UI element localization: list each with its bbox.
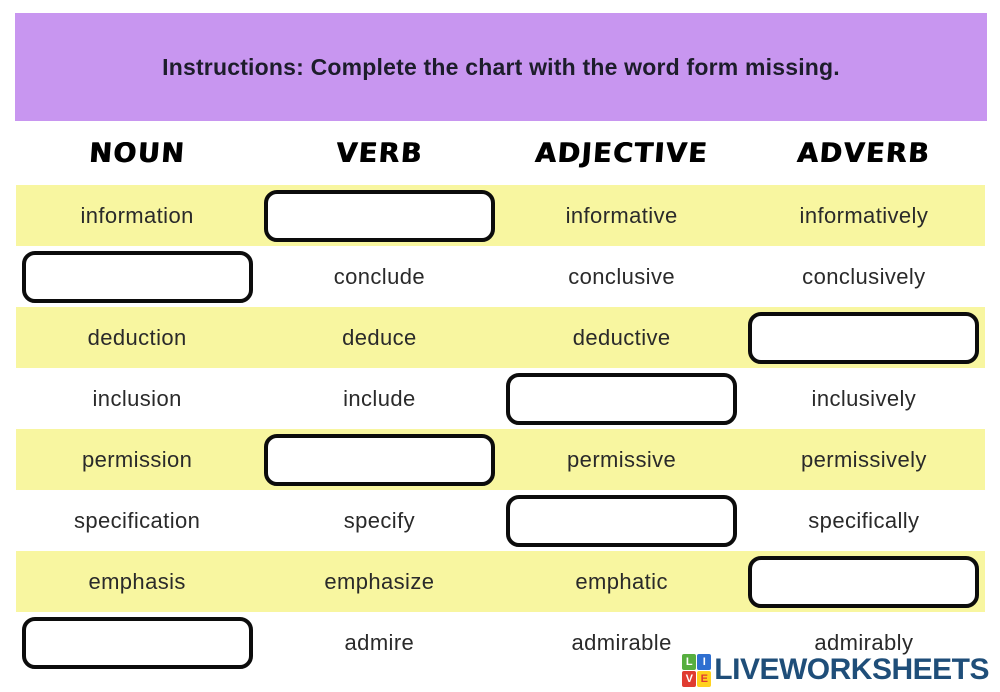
instructions-banner: Instructions: Complete the chart with th…	[15, 13, 987, 121]
cell-verb: include	[343, 385, 416, 411]
logo-tile-l: L	[682, 653, 697, 670]
cell-adverb: conclusively	[802, 263, 926, 289]
table-row: conclude conclusive conclusively	[16, 246, 985, 307]
answer-input-adverb[interactable]	[748, 311, 980, 364]
cell-verb: conclude	[333, 263, 425, 289]
table-row: admire admirable admirably	[16, 612, 985, 673]
instructions-text: Instructions: Complete the chart with th…	[162, 53, 840, 80]
column-header-noun: NOUN	[87, 137, 187, 169]
column-header-adverb: ADVERB	[796, 137, 932, 169]
answer-input-adverb[interactable]	[748, 555, 980, 608]
cell-adjective	[501, 490, 743, 551]
cell-adjective: admirable	[571, 629, 672, 655]
liveworksheets-logo[interactable]: L I V E LIVEWORKSHEETS	[682, 653, 989, 687]
cell-adjective: permissive	[567, 446, 677, 472]
cell-adverb: permissively	[800, 446, 927, 472]
cell-noun: permission	[81, 446, 193, 472]
cell-noun: specification	[73, 507, 201, 533]
table-row: information informative informatively	[16, 185, 985, 246]
column-headers: NOUN VERB ADJECTIVE ADVERB	[16, 121, 985, 185]
answer-input-noun[interactable]	[21, 250, 253, 303]
cell-adverb	[743, 551, 985, 612]
word-form-table: information informative informatively co…	[16, 185, 985, 673]
cell-adjective: informative	[565, 202, 678, 228]
logo-tile-i: I	[697, 653, 712, 670]
cell-verb	[258, 185, 500, 246]
cell-noun: inclusion	[92, 385, 182, 411]
cell-adverb: informatively	[799, 202, 929, 228]
table-row: inclusion include inclusively	[16, 368, 985, 429]
table-row: emphasis emphasize emphatic	[16, 551, 985, 612]
cell-adjective: conclusive	[568, 263, 675, 289]
cell-noun: emphasis	[88, 568, 186, 594]
table-row: deduction deduce deductive	[16, 307, 985, 368]
answer-input-verb[interactable]	[263, 189, 495, 242]
liveworksheets-tiles-icon: L I V E	[682, 653, 712, 687]
cell-noun	[16, 612, 258, 673]
logo-tile-e: E	[697, 670, 712, 687]
cell-noun: deduction	[87, 324, 187, 350]
column-header-verb: VERB	[334, 137, 424, 169]
answer-input-noun[interactable]	[21, 616, 253, 669]
cell-verb: deduce	[342, 324, 417, 350]
answer-input-adjective[interactable]	[506, 494, 738, 547]
cell-adjective	[501, 368, 743, 429]
cell-verb: admire	[344, 629, 415, 655]
cell-adverb: inclusively	[811, 385, 917, 411]
table-row: specification specify specifically	[16, 490, 985, 551]
cell-noun: information	[80, 202, 194, 228]
column-header-adjective: ADJECTIVE	[534, 137, 710, 169]
answer-input-adjective[interactable]	[506, 372, 738, 425]
cell-verb: specify	[343, 507, 416, 533]
cell-noun	[16, 246, 258, 307]
cell-adjective: deductive	[572, 324, 671, 350]
liveworksheets-wordmark: LIVEWORKSHEETS	[714, 653, 989, 686]
cell-adverb	[743, 307, 985, 368]
cell-verb: emphasize	[324, 568, 435, 594]
cell-adjective: emphatic	[575, 568, 668, 594]
cell-adverb: specifically	[808, 507, 920, 533]
cell-adverb: admirably	[814, 629, 914, 655]
cell-verb	[258, 429, 500, 490]
table-row: permission permissive permissively	[16, 429, 985, 490]
logo-tile-v: V	[682, 670, 697, 687]
answer-input-verb[interactable]	[263, 433, 495, 486]
